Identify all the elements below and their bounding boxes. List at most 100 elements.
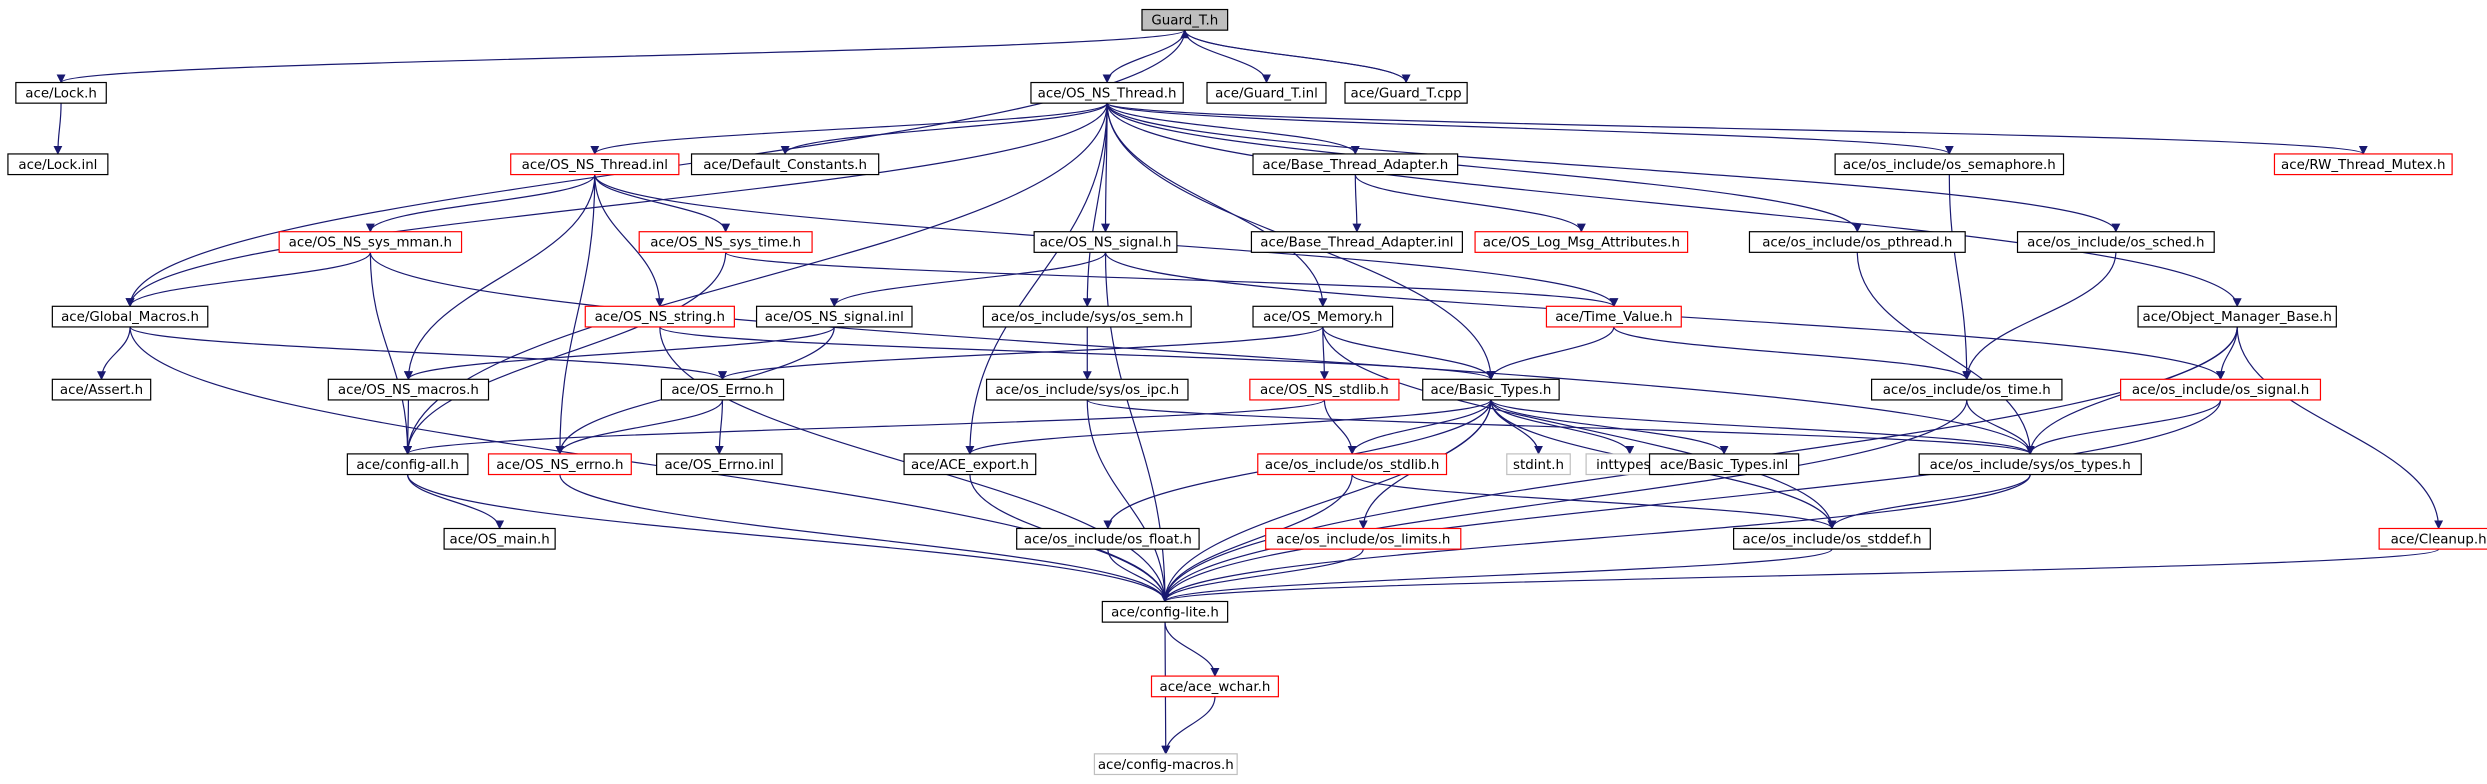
node-os_time_h[interactable]: ace/os_include/os_time.h <box>1870 378 2063 401</box>
node-sys_os_types_h[interactable]: ace/os_include/sys/os_types.h <box>1918 453 2142 476</box>
edge-os_ns_signal_h-to-os_ns_signal_inl <box>829 252 1107 308</box>
node-os_ns_stdlib_h[interactable]: ace/OS_NS_stdlib.h <box>1249 378 1400 401</box>
node-label: ace/Base_Thread_Adapter.h <box>1262 158 1448 173</box>
node-os_ns_errno_h[interactable]: ace/OS_NS_errno.h <box>487 453 632 476</box>
node-label: ace/OS_NS_sys_time.h <box>650 236 801 251</box>
edge-basic_types_h-to-basic_types_inl <box>1490 399 1729 455</box>
edge-os_ns_stdlib_h-to-os_stdlib_h <box>1323 399 1357 455</box>
node-os_ns_sys_time_h[interactable]: ace/OS_NS_sys_time.h <box>638 231 813 253</box>
edge-os_ns_thread_h-to-os_semaphore_h <box>1106 102 1954 155</box>
node-os_log_msg_attributes_h[interactable]: ace/OS_Log_Msg_Attributes.h <box>1474 231 1689 253</box>
node-assert_h[interactable]: ace/Assert.h <box>51 378 152 401</box>
node-config_all_h[interactable]: ace/config-all.h <box>346 453 469 476</box>
node-box <box>1834 153 2065 176</box>
edge-os_semaphore_h-to-os_time_h <box>1948 174 1972 381</box>
node-os_sched_h[interactable]: ace/os_include/os_sched.h <box>2016 231 2215 253</box>
node-lock_inl[interactable]: ace/Lock.inl <box>7 153 109 176</box>
node-base_thread_adapter_h[interactable]: ace/Base_Thread_Adapter.h <box>1252 153 1459 176</box>
edge-global_macros_h-to-config_lite_h <box>129 326 1170 603</box>
node-label: ace/Default_Constants.h <box>703 158 867 173</box>
edge-os_ns_sys_mman_h-to-config_all_h <box>369 252 413 455</box>
node-object_manager_base_h[interactable]: ace/Object_Manager_Base.h <box>2137 305 2337 328</box>
edge-guard_t_h-to-lock_h <box>56 29 1186 84</box>
node-os_errno_h[interactable]: ace/OS_Errno.h <box>660 378 785 401</box>
edge-os_ns_thread_h-to-os_sched_h <box>1106 103 2121 233</box>
node-label: ace/OS_Errno.inl <box>664 458 774 473</box>
node-box <box>487 453 632 476</box>
node-os_ns_thread_inl[interactable]: ace/OS_NS_Thread.inl <box>510 153 680 176</box>
node-os_main_h[interactable]: ace/OS_main.h <box>443 527 556 550</box>
edge-os_signal_h-to-sys_os_types_h <box>2025 399 2222 455</box>
node-guard_t_inl[interactable]: ace/Guard_T.inl <box>1206 81 1327 104</box>
node-os_memory_h[interactable]: ace/OS_Memory.h <box>1252 305 1394 328</box>
node-label: ace/OS_NS_macros.h <box>338 383 479 398</box>
edge-os_errno_h-to-os_errno_inl <box>714 399 724 455</box>
node-box <box>2273 153 2453 176</box>
node-label: ace/Global_Macros.h <box>61 310 199 325</box>
node-box <box>1870 378 2063 401</box>
node-label: ace/OS_NS_Thread.inl <box>522 158 668 173</box>
node-box <box>1030 81 1184 104</box>
node-os_pthread_h[interactable]: ace/os_include/os_pthread.h <box>1748 231 1966 253</box>
node-label: ace/Guard_T.cpp <box>1351 86 1462 101</box>
node-box <box>1033 231 1178 253</box>
node-label: ace/Lock.inl <box>18 158 97 173</box>
node-basic_types_inl[interactable]: ace/Basic_Types.inl <box>1648 453 1800 476</box>
edge-os_ns_thread_h-to-default_constants_h <box>780 102 1108 155</box>
edge-os_signal_h-to-config_lite_h <box>1160 399 2222 603</box>
node-time_value_h[interactable]: ace/Time_Value.h <box>1545 305 1682 328</box>
edge-os_errno_h-to-os_ns_errno_h <box>555 399 724 455</box>
node-box <box>755 305 913 328</box>
node-label: ace/ACE_export.h <box>911 458 1029 473</box>
node-config_lite_h[interactable]: ace/config-lite.h <box>1101 600 1229 623</box>
node-box <box>1101 600 1229 623</box>
node-box <box>1249 378 1400 401</box>
node-os_ns_macros_h[interactable]: ace/OS_NS_macros.h <box>327 378 490 401</box>
node-os_stddef_h[interactable]: ace/os_include/os_stddef.h <box>1733 527 1931 550</box>
node-ace_export_h[interactable]: ace/ACE_export.h <box>903 453 1037 476</box>
node-default_constants_h[interactable]: ace/Default_Constants.h <box>690 153 880 176</box>
node-box <box>1733 527 1931 550</box>
node-lock_h[interactable]: ace/Lock.h <box>15 81 107 104</box>
node-os_float_h[interactable]: ace/os_include/os_float.h <box>1016 527 1200 550</box>
node-box <box>656 453 783 476</box>
node-ace_wchar_h[interactable]: ace/ace_wchar.h <box>1150 675 1279 698</box>
node-box <box>327 378 490 401</box>
node-os_limits_h[interactable]: ace/os_include/os_limits.h <box>1265 527 1462 550</box>
node-os_ns_thread_h[interactable]: ace/OS_NS_Thread.h <box>1030 81 1184 104</box>
edge-os_ns_thread_inl-to-os_ns_sys_mman_h <box>365 174 596 233</box>
edge-os_limits_h-to-config_lite_h <box>1160 548 1364 603</box>
node-cleanup_h[interactable]: ace/Cleanup.h <box>2378 527 2487 550</box>
node-guard_t_h[interactable]: Guard_T.h <box>1141 8 1229 31</box>
node-os_stdlib_h[interactable]: ace/os_include/os_stdlib.h <box>1257 453 1448 476</box>
node-box <box>1257 453 1448 476</box>
node-os_signal_h[interactable]: ace/os_include/os_signal.h <box>2120 378 2322 401</box>
edge-object_manager_base_h-to-os_signal_h <box>2216 326 2238 381</box>
node-label: ace/OS_Log_Msg_Attributes.h <box>1483 236 1680 251</box>
node-os_ns_signal_inl[interactable]: ace/OS_NS_signal.inl <box>755 305 913 328</box>
edge-os_memory_h-to-basic_types_h <box>1322 326 1496 381</box>
node-os_ns_string_h[interactable]: ace/OS_NS_string.h <box>584 305 735 328</box>
node-label: ace/os_include/os_time.h <box>1883 383 2051 398</box>
node-box <box>985 378 1189 401</box>
node-os_errno_inl[interactable]: ace/OS_Errno.inl <box>656 453 783 476</box>
node-os_ns_sys_mman_h[interactable]: ace/OS_NS_sys_mman.h <box>278 231 463 253</box>
edge-os_time_h-to-config_lite_h <box>1160 399 1968 603</box>
edge-os_stdlib_h-to-config_lite_h <box>1160 474 1353 603</box>
node-os_semaphore_h[interactable]: ace/os_include/os_semaphore.h <box>1834 153 2065 176</box>
edge-os_ns_stdlib_h-to-config_all_h <box>403 399 1325 455</box>
node-os_ns_signal_h[interactable]: ace/OS_NS_signal.h <box>1033 231 1178 253</box>
node-rw_thread_mutex_h[interactable]: ace/RW_Thread_Mutex.h <box>2273 153 2453 176</box>
node-label: ace/Guard_T.inl <box>1215 86 1318 101</box>
node-sys_os_sem_h[interactable]: ace/os_include/sys/os_sem.h <box>982 305 1192 328</box>
node-guard_t_cpp[interactable]: ace/Guard_T.cpp <box>1344 81 1468 104</box>
edge-os_ns_thread_h-to-ace_export_h <box>965 103 1108 455</box>
node-global_macros_h[interactable]: ace/Global_Macros.h <box>51 305 209 328</box>
node-basic_types_h[interactable]: ace/Basic_Types.h <box>1422 378 1560 401</box>
node-box <box>1150 675 1279 698</box>
edge-base_thread_adapter_h-to-base_thread_adapter_inl <box>1352 174 1362 233</box>
node-sys_os_ipc_h[interactable]: ace/os_include/sys/os_ipc.h <box>985 378 1189 401</box>
node-base_thread_adapter_inl[interactable]: ace/Base_Thread_Adapter.inl <box>1250 231 1463 253</box>
node-label: ace/OS_NS_Thread.h <box>1038 86 1177 101</box>
